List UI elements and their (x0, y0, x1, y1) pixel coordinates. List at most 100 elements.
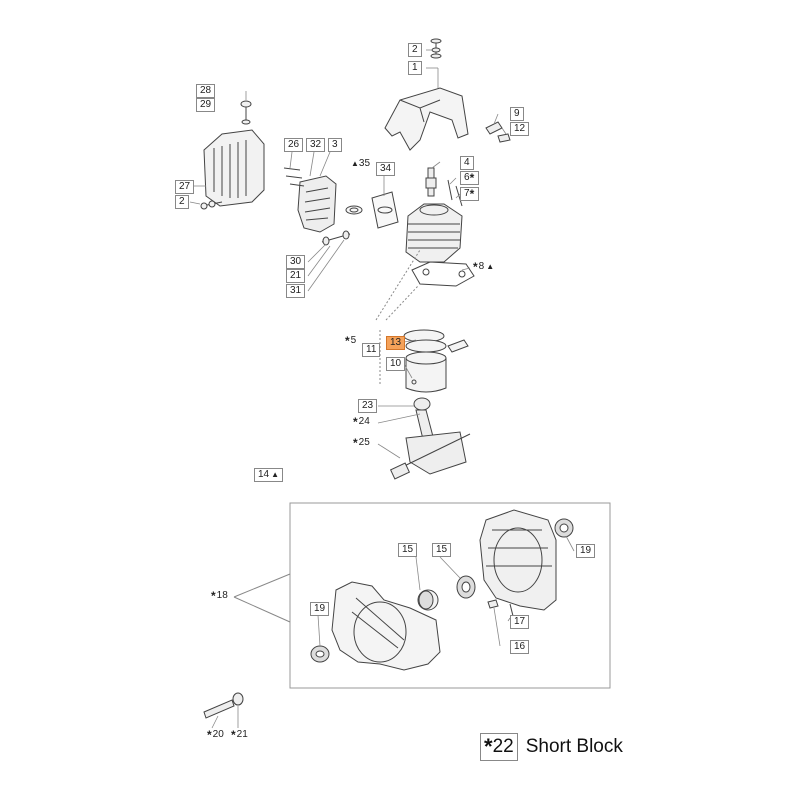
callout-text: 28 (200, 85, 212, 96)
callout-11[interactable]: 11 (362, 343, 381, 357)
engine-cover-part (384, 87, 469, 151)
callout-5[interactable]: *5 (342, 334, 359, 348)
callout-text: 30 (290, 256, 302, 267)
triangle-icon: ▲ (271, 470, 280, 479)
callout-21-bottom[interactable]: *21 (228, 728, 251, 742)
callout-text: 13 (390, 337, 402, 348)
callout-20[interactable]: *20 (204, 728, 227, 742)
base-gasket-part (411, 261, 475, 287)
bolt-part (321, 230, 351, 246)
callout-text: 8 (478, 261, 485, 272)
callout-8[interactable]: *8▲ (470, 260, 497, 274)
callout-text: 12 (514, 123, 526, 134)
callout-26[interactable]: 26 (284, 138, 304, 152)
callout-text: 6 (464, 172, 470, 183)
callout-text: 20 (212, 729, 224, 740)
callout-27[interactable]: 27 (175, 180, 195, 194)
callout-text: 29 (200, 99, 212, 110)
callout-23[interactable]: 23 (358, 399, 378, 413)
callout-text: 25 (358, 437, 370, 448)
callout-15-right[interactable]: 15 (432, 543, 452, 557)
callout-19-left[interactable]: 19 (310, 602, 330, 616)
callout-30[interactable]: 30 (286, 255, 306, 269)
callout-35[interactable]: ▲35 (346, 157, 373, 171)
callout-4[interactable]: 4 (460, 156, 474, 170)
piston-part (403, 329, 469, 393)
dowel-part (487, 599, 515, 621)
star-icon: * (207, 728, 212, 742)
callout-21-mid[interactable]: 21 (286, 269, 306, 283)
cylinder-part (405, 203, 463, 263)
callout-text: 10 (390, 358, 402, 369)
bearing-part (310, 518, 574, 663)
callout-24[interactable]: *24 (350, 415, 373, 429)
top-screw-part (430, 38, 442, 59)
callout-text: 35 (358, 158, 371, 169)
callout-text: 24 (358, 416, 370, 427)
legend: * 22 Short Block (480, 733, 623, 761)
callout-9[interactable]: 9 (510, 107, 524, 121)
callout-12[interactable]: 12 (510, 122, 530, 136)
spark-plug-part (425, 167, 437, 197)
callout-18[interactable]: *18 (208, 589, 231, 603)
callout-text: 26 (288, 139, 300, 150)
callout-text: 3 (332, 139, 338, 150)
star-icon: * (353, 415, 358, 429)
star-icon: * (469, 187, 475, 201)
callout-19-right[interactable]: 19 (576, 544, 596, 558)
callout-text: 14 (258, 469, 270, 480)
callout-7[interactable]: 7* (460, 187, 480, 201)
callout-text: 21 (236, 729, 248, 740)
callout-15-left[interactable]: 15 (398, 543, 418, 557)
callout-text: 9 (514, 108, 520, 119)
bottom-bolt-part (203, 692, 244, 719)
legend-number: 22 (492, 736, 514, 757)
air-filter-part (283, 167, 337, 233)
short-block-frame (289, 502, 611, 689)
callout-34[interactable]: 34 (376, 162, 396, 176)
triangle-icon: ▲ (351, 159, 359, 168)
callout-10[interactable]: 10 (386, 357, 406, 371)
clip-part (485, 121, 511, 143)
crankcase-right-part (479, 509, 557, 611)
callout-text: 7 (464, 188, 470, 199)
callout-17[interactable]: 17 (510, 615, 530, 629)
star-icon: * (353, 436, 358, 450)
callout-text: 5 (350, 335, 357, 346)
callout-text: 15 (402, 544, 414, 555)
callout-text: 18 (216, 590, 228, 601)
callout-text: 19 (314, 603, 326, 614)
callout-2-left[interactable]: 2 (175, 195, 189, 209)
callout-text: 34 (380, 163, 392, 174)
callout-text: 11 (366, 344, 377, 355)
callout-text: 17 (514, 616, 526, 627)
callout-16[interactable]: 16 (510, 640, 530, 654)
muffler-part (200, 100, 265, 210)
callout-25[interactable]: *25 (350, 436, 373, 450)
callout-text: 4 (464, 157, 470, 168)
callout-text: 31 (290, 285, 302, 296)
callout-1[interactable]: 1 (408, 61, 422, 75)
callout-28[interactable]: 28 (196, 84, 216, 98)
callout-13[interactable]: 13 (386, 336, 406, 350)
callout-6[interactable]: 6* (460, 171, 480, 185)
callout-text: 27 (179, 181, 191, 192)
callout-text: 2 (179, 196, 185, 207)
star-icon: * (469, 171, 475, 185)
callout-text: 19 (580, 545, 592, 556)
callout-29[interactable]: 29 (196, 98, 216, 112)
callout-text: 16 (514, 641, 526, 652)
callout-31[interactable]: 31 (286, 284, 306, 298)
callout-text: 1 (412, 62, 418, 73)
star-icon: * (345, 334, 350, 348)
callout-32[interactable]: 32 (306, 138, 326, 152)
callout-text: 32 (310, 139, 322, 150)
callout-3[interactable]: 3 (328, 138, 342, 152)
callout-14[interactable]: 14▲ (254, 468, 284, 482)
triangle-icon: ▲ (486, 262, 495, 271)
star-icon: * (211, 589, 216, 603)
callout-2-top[interactable]: 2 (408, 43, 422, 57)
legend-callout: * 22 (480, 733, 518, 761)
crankshaft-part (389, 397, 471, 480)
callout-text: 2 (412, 44, 418, 55)
